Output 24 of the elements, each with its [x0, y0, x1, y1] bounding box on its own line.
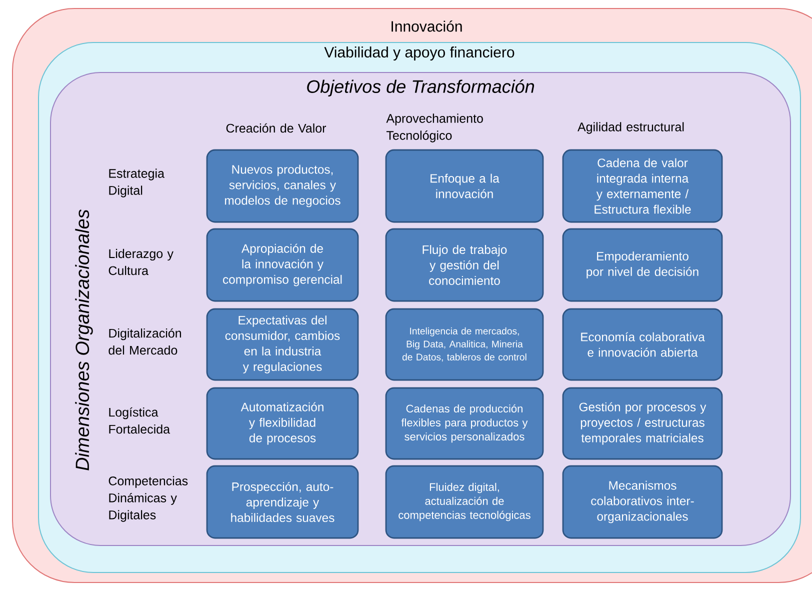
cell-box: Apropiación de la innovación y compromiso gerencial: [206, 228, 359, 302]
cell-box: Mecanismos colaborativos inter-organizacionales: [562, 465, 723, 539]
cell-box: Automatización y flexibilidad de procesos: [206, 387, 359, 460]
column-header: Creación de Valor: [226, 123, 326, 133]
row-header: Estrategia Digital: [109, 168, 164, 198]
cell-box: Nuevos productos, servicios, canales y modelos de negocios: [206, 149, 359, 223]
column-header: Aprovechamiento Tecnológico: [386, 114, 483, 142]
cell-box: Flujo de trabajo y gestión del conocimiento: [385, 228, 544, 302]
cell-box: Gestión por procesos y proyectos / estructuras temporales matriciales: [562, 387, 723, 460]
column-header: Agilidad estructural: [578, 122, 684, 134]
row-header: Digitalización del Mercado: [108, 328, 181, 355]
cell-box: Cadena de valor integrada interna y externamente / Estructura flexible: [562, 149, 723, 223]
cell-box: Enfoque a la innovación: [385, 149, 544, 223]
cell-box: Economía colaborativa e innovación abierta: [562, 308, 723, 381]
cell-box: Cadenas de producción flexibles para productos y servicios personalizados: [385, 387, 544, 460]
cell-box: Expectativas del consumidor, cambios en la industria y regulaciones: [206, 308, 359, 381]
cell-box: Fluidez digital, actualización de competencias tecnológicas: [385, 465, 544, 539]
cell-box: Inteligencia de mercados, Big Data, Analitica, Mineria de Datos, tableros de control: [385, 308, 544, 381]
row-header: Competencias Dinámicas y Digitales: [108, 476, 188, 522]
row-header: Logística Fortalecida: [109, 407, 170, 434]
axis-title: Dimensiones Organizacionales: [75, 210, 93, 470]
cell-box: Prospección, auto-aprendizaje y habilidades suaves: [206, 465, 359, 539]
row-header: Liderazgo y Cultura: [108, 248, 174, 276]
cell-box: Empoderamiento por nivel de decisión: [562, 228, 723, 302]
